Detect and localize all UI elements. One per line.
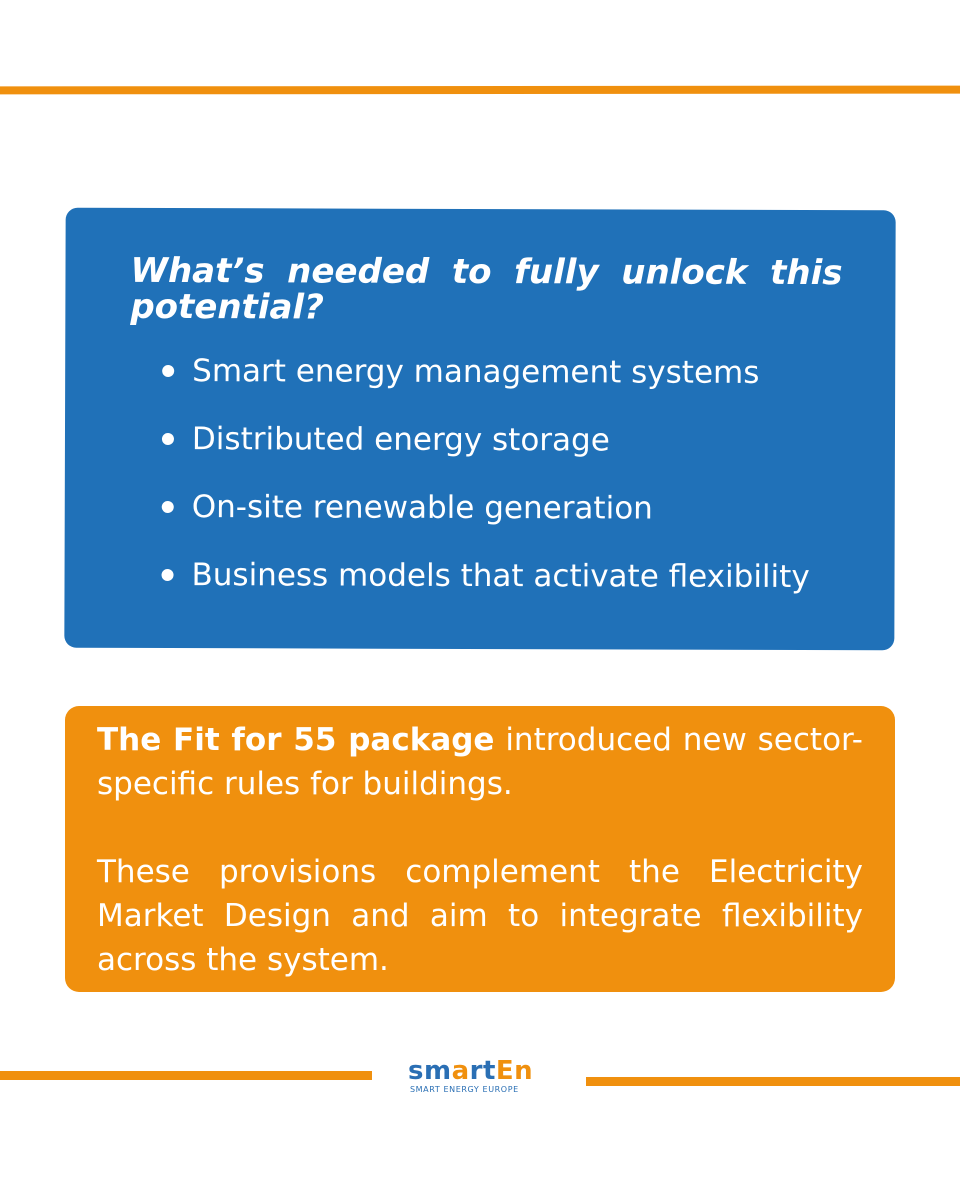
top-divider-line [0,85,960,95]
policy-paragraph-1: The Fit for 55 package introduced new se… [97,718,863,806]
requirements-title: What’s needed to fully unlock this poten… [130,250,843,328]
policy-paragraph-2: These provisions complement the Electric… [97,854,863,978]
logo-tagline: SMART ENERGY EUROPE [410,1085,519,1094]
smarten-logo: smartEn SMART ENERGY EUROPE [408,1056,558,1100]
list-item-label: On-site renewable generation [191,489,653,527]
list-item-label: Business models that activate flexibilit… [191,557,810,596]
bullet-icon [161,433,174,446]
bullet-icon [161,501,174,514]
requirements-panel: What’s needed to fully unlock this poten… [64,207,896,651]
list-item-label: Smart energy management systems [192,353,760,391]
list-item-label: Distributed energy storage [191,421,610,459]
list-item: Smart energy management systems [130,343,840,413]
requirements-list: Smart energy management systems Distribu… [129,343,840,617]
bottom-divider-right [586,1077,960,1086]
policy-panel: The Fit for 55 package introduced new se… [65,706,895,992]
bullet-icon [161,569,174,582]
policy-paragraph-1-text: introduced new sector-specific rules for… [97,722,863,802]
bullet-icon [162,365,175,378]
logo-wordmark: smartEn [408,1056,534,1086]
bottom-divider-left [0,1071,372,1080]
list-item: On-site renewable generation [130,479,840,549]
list-item: Distributed energy storage [130,411,840,481]
policy-highlight: The Fit for 55 package [97,722,495,758]
list-item: Business models that activate flexibilit… [129,547,839,617]
